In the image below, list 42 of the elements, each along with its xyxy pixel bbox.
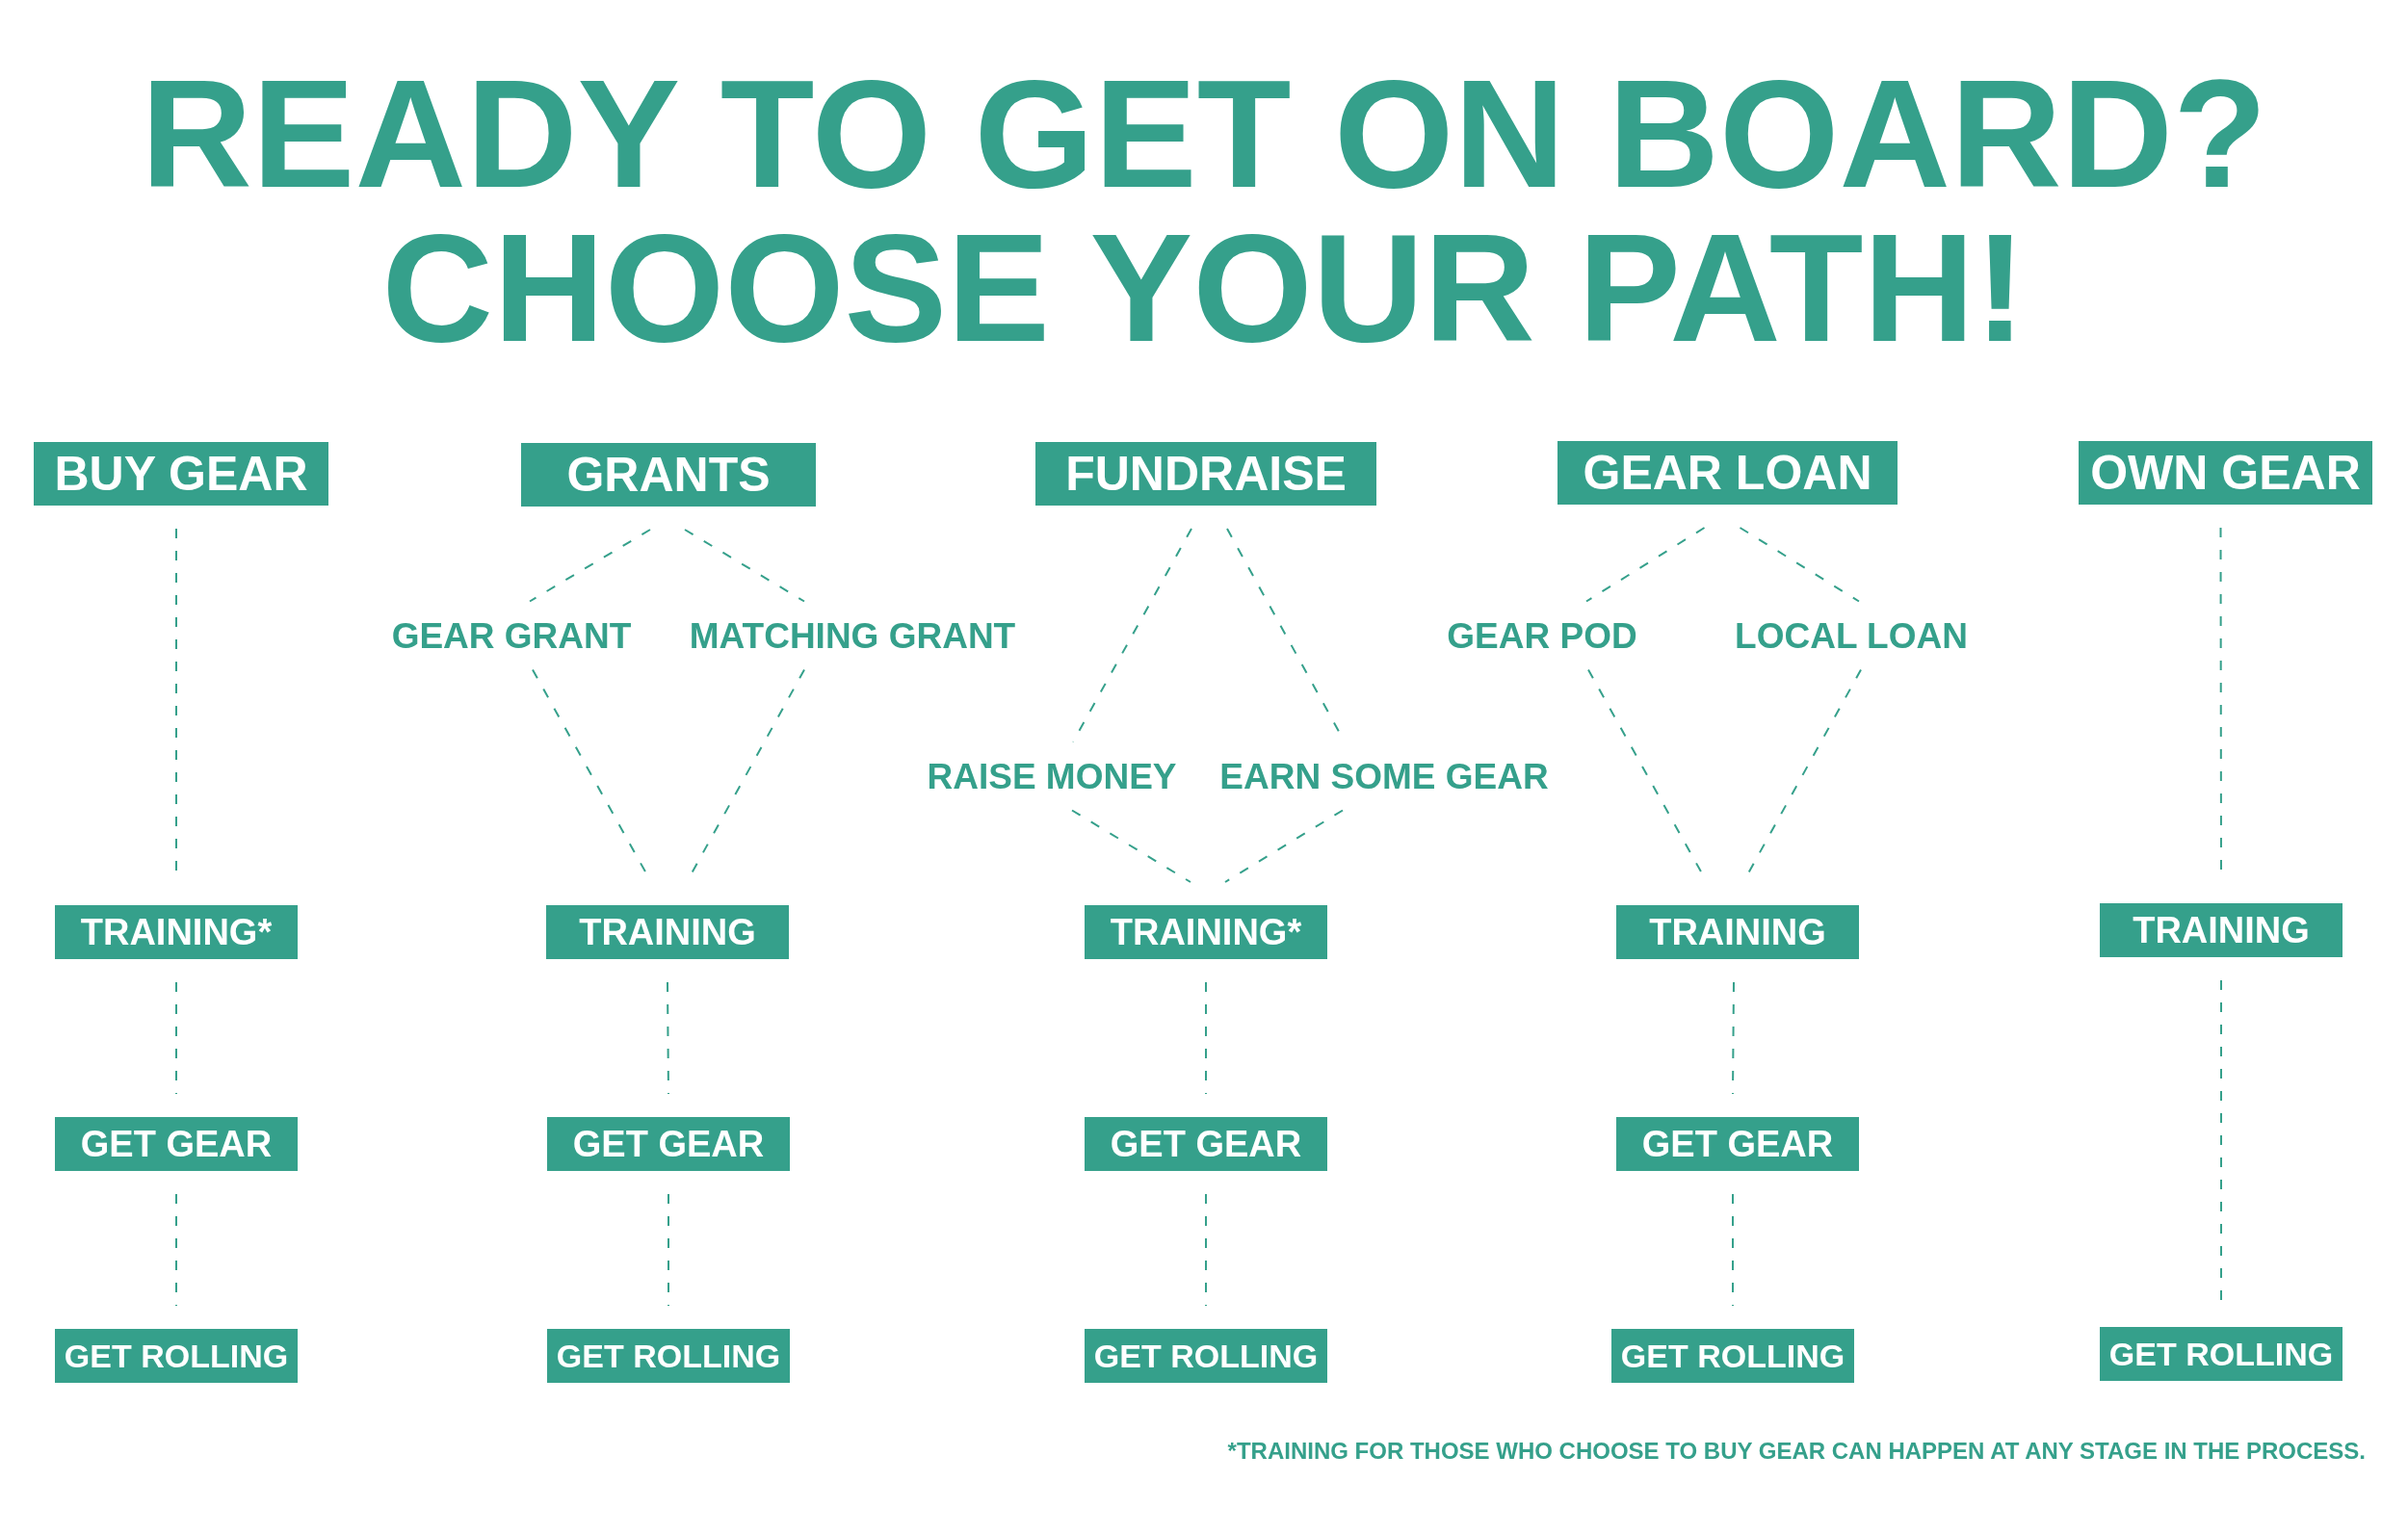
dashed-connector xyxy=(529,529,651,603)
dashed-connector xyxy=(667,981,669,1095)
dashed-connector xyxy=(1072,528,1192,743)
dashed-connector xyxy=(667,1193,669,1307)
step-box: GET ROLLING xyxy=(2100,1327,2343,1381)
path-heading: GEAR LOAN xyxy=(1557,441,1898,505)
option-label: EARN SOME GEAR xyxy=(1219,758,1549,794)
dashed-connector xyxy=(1205,981,1207,1095)
dashed-connector xyxy=(1732,981,1735,1095)
path-heading: FUNDRAISE xyxy=(1035,442,1376,506)
option-label: MATCHING GRANT xyxy=(689,617,1016,654)
dashed-connector xyxy=(175,981,177,1095)
step-box: GET GEAR xyxy=(1085,1117,1327,1171)
dashed-connector xyxy=(1205,1193,1207,1307)
step-box: GET GEAR xyxy=(547,1117,790,1171)
step-box: TRAINING* xyxy=(55,905,298,959)
path-heading: BUY GEAR xyxy=(34,442,328,506)
dashed-connector xyxy=(1585,527,1706,603)
step-box: GET ROLLING xyxy=(1085,1329,1327,1383)
path-heading: GRANTS xyxy=(521,443,816,507)
step-box: GET GEAR xyxy=(1616,1117,1859,1171)
dashed-connector xyxy=(1732,1193,1734,1307)
dashed-connector xyxy=(175,1193,177,1307)
step-box: GET ROLLING xyxy=(547,1329,790,1383)
option-label: RAISE MONEY xyxy=(927,758,1177,794)
step-box: GET ROLLING xyxy=(1611,1329,1854,1383)
step-box: TRAINING* xyxy=(1085,905,1327,959)
step-box: TRAINING xyxy=(546,905,789,959)
path-heading: OWN GEAR xyxy=(2079,441,2372,505)
option-label: GEAR POD xyxy=(1447,617,1637,654)
step-box: TRAINING xyxy=(1616,905,1859,959)
step-box: GET GEAR xyxy=(55,1117,298,1171)
title: READY TO GET ON BOARD? CHOOSE YOUR PATH! xyxy=(140,57,2268,365)
dashed-connector xyxy=(684,529,805,603)
dashed-connector xyxy=(1739,527,1860,603)
option-label: LOCAL LOAN xyxy=(1735,617,1968,654)
step-box: GET ROLLING xyxy=(55,1329,298,1383)
option-label: GEAR GRANT xyxy=(391,617,632,654)
dashed-connector xyxy=(1224,809,1344,883)
step-box: TRAINING xyxy=(2100,903,2343,957)
dashed-connector xyxy=(1071,809,1191,883)
footnote: *TRAINING FOR THOSE WHO CHOOSE TO BUY GEAR CAN HAPPEN AT ANY STAGE IN THE PROCESS. xyxy=(1227,1440,2366,1463)
